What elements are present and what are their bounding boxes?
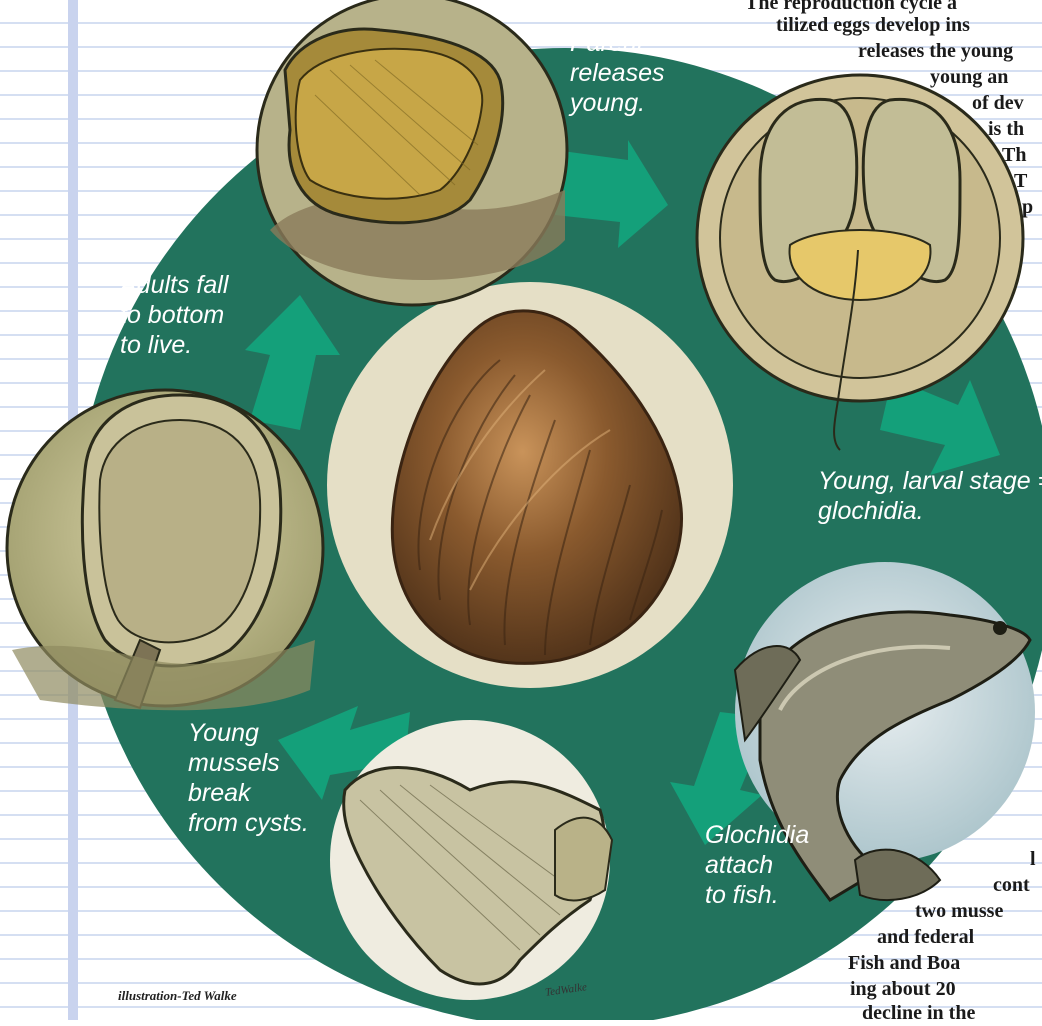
- caption-line: releases: [570, 58, 665, 88]
- caption-line: to live.: [120, 330, 228, 360]
- fish-tail-vignette: [330, 720, 612, 1000]
- caption-line: Parent: [570, 28, 665, 58]
- caption-line: break: [188, 778, 309, 808]
- article-text-line: decline in the: [862, 1000, 975, 1026]
- article-text-line: p: [1022, 194, 1033, 220]
- article-text-line: cont: [993, 872, 1030, 898]
- caption-line: to fish.: [705, 880, 809, 910]
- article-text-line: ing about 20: [850, 976, 956, 1002]
- article-text-line: is th: [988, 116, 1024, 142]
- caption-larval-stage: Young, larval stage = glochidia.: [818, 466, 1042, 526]
- article-text-line: two musse: [915, 898, 1003, 924]
- caption-line: glochidia.: [818, 496, 1042, 526]
- article-text-line: of dev: [972, 90, 1024, 116]
- caption-line: mussels: [188, 748, 309, 778]
- caption-break-from-cysts: Young mussels break from cysts.: [188, 718, 309, 838]
- article-text-line: T: [1014, 168, 1027, 194]
- article-text-line: Th: [1002, 142, 1026, 168]
- article-text-line: l: [1030, 846, 1036, 872]
- article-text-line: and federal: [877, 924, 974, 950]
- caption-line: young.: [570, 88, 665, 118]
- caption-line: Young: [188, 718, 309, 748]
- article-text-line: Fish and Boa: [848, 950, 960, 976]
- caption-line: Adults fall: [120, 270, 228, 300]
- caption-attach-to-fish: Glochidia attach to fish.: [705, 820, 809, 910]
- article-text-line: tilized eggs develop ins: [776, 12, 970, 38]
- article-text-line: young an: [930, 64, 1008, 90]
- illustration-credit: illustration-Ted Walke: [118, 988, 237, 1004]
- parent-mussel-vignette: [257, 0, 567, 305]
- caption-adults-fall: Adults fall to bottom to live.: [120, 270, 228, 360]
- caption-line: from cysts.: [188, 808, 309, 838]
- caption-line: Glochidia: [705, 820, 809, 850]
- article-text-line: releases the young: [858, 38, 1013, 64]
- caption-line: attach: [705, 850, 809, 880]
- caption-parent-releases: Parent releases young.: [570, 28, 665, 118]
- adult-mussel-vignette: [7, 390, 323, 710]
- caption-line: to bottom: [120, 300, 228, 330]
- caption-line: Young, larval stage =: [818, 466, 1042, 496]
